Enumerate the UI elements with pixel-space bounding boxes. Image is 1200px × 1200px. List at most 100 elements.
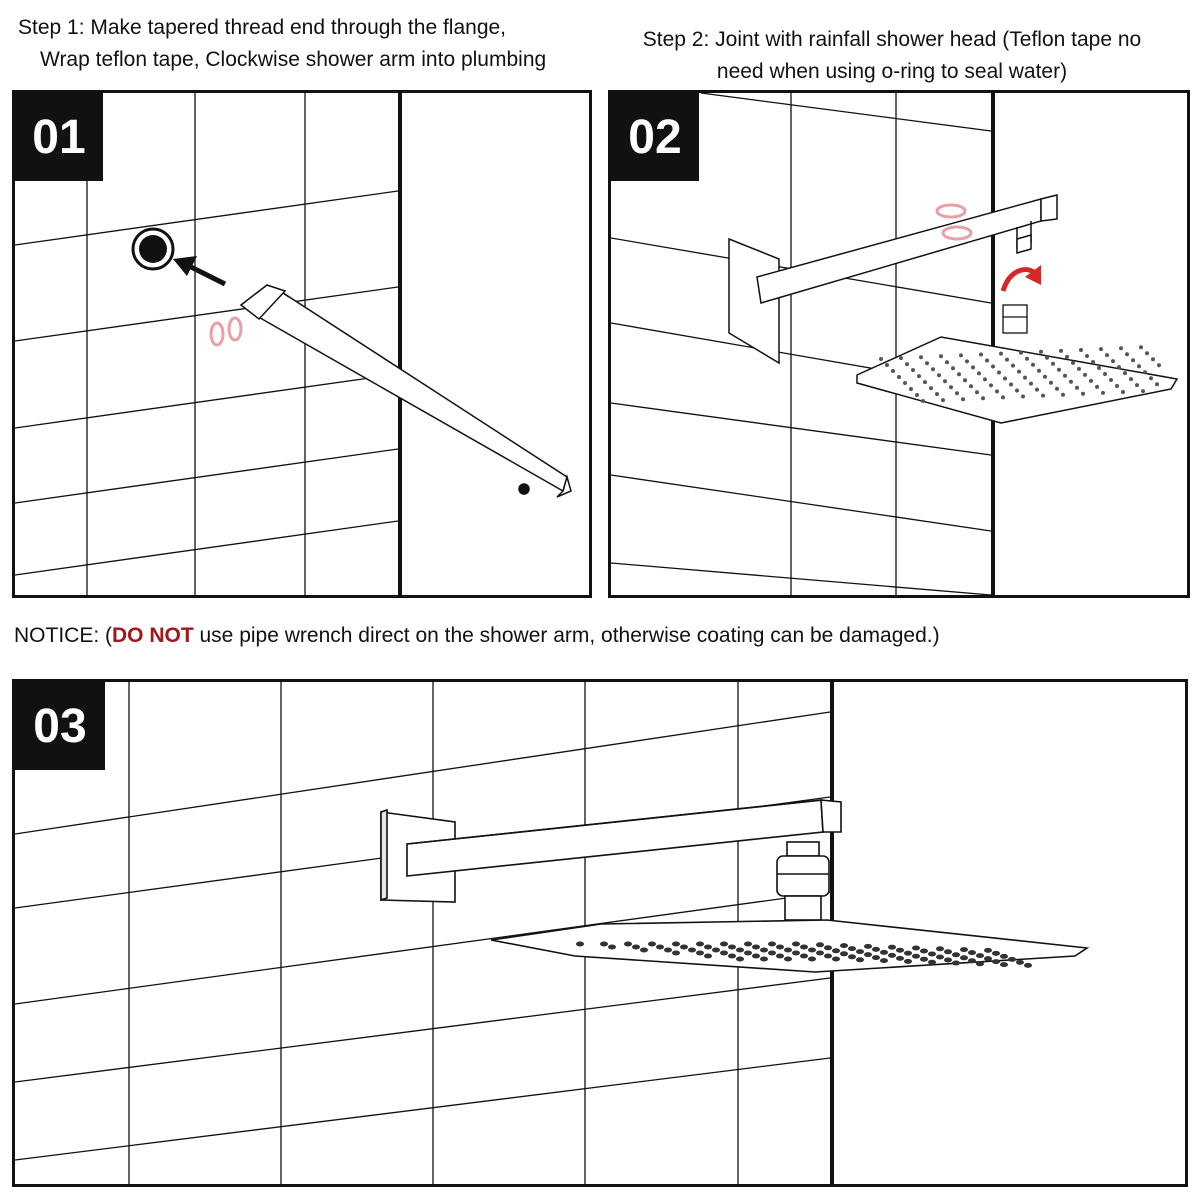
nozzle-dot (904, 958, 912, 964)
nozzle-dot (672, 941, 680, 947)
nozzle-dot (1115, 384, 1119, 388)
nozzle-dot (704, 953, 712, 959)
nozzle-dot (1017, 369, 1021, 374)
nozzle-dot (720, 941, 728, 947)
nozzle-dot (963, 378, 967, 383)
nozzle-dot (921, 399, 925, 403)
nozzle-dot (752, 944, 760, 950)
nozzle-dot (959, 353, 963, 358)
nozzle-dot (943, 379, 947, 384)
nozzle-dot (1137, 364, 1141, 369)
nozzle-dot (1109, 378, 1113, 382)
nozzle-dot (983, 377, 987, 382)
nozzle-dot (1083, 372, 1087, 377)
nozzle-dot (1101, 390, 1105, 395)
nozzle-dot (1139, 345, 1143, 350)
nozzle-dot (1085, 354, 1089, 358)
nozzle-dot (1063, 373, 1067, 378)
step-2-line-2: need when using o-ring to seal water) (716, 60, 1068, 83)
nozzle-dot (977, 371, 981, 376)
nozzle-dot (912, 953, 920, 959)
ball-joint-connector (776, 841, 830, 921)
nozzle-dot (1069, 379, 1073, 384)
nozzle-dot (888, 944, 896, 950)
nozzle-dot (957, 372, 961, 377)
nozzle-dot (872, 955, 880, 961)
nozzle-dot (1059, 348, 1063, 353)
nozzle-dot (885, 363, 889, 367)
panel-step-2: 02 (608, 90, 1190, 598)
o-ring-icon (935, 203, 973, 241)
nozzle-dot (680, 944, 688, 950)
nozzle-dot (848, 954, 856, 960)
nozzle-dot (1071, 360, 1075, 365)
step-2-line-1: Step 2: Joint with rainfall shower head … (642, 28, 1142, 51)
nozzle-dot (1155, 382, 1159, 387)
teflon-tape-icon (209, 316, 243, 347)
nozzle-dot (1003, 376, 1007, 381)
nozzle-dot (856, 957, 864, 963)
nozzle-dot (1119, 346, 1123, 351)
nozzle-dot (897, 375, 901, 379)
nozzle-dot (961, 397, 965, 402)
nozzle-dot (1031, 362, 1035, 367)
nozzle-dot (872, 946, 880, 952)
nozzle-dot (915, 393, 919, 397)
nozzle-dot (1039, 349, 1043, 354)
nozzle-dot (632, 944, 640, 950)
nozzle-dot (760, 947, 768, 953)
nozzle-dot (979, 352, 983, 357)
nozzle-dot (1105, 353, 1109, 358)
nozzle-dot (1057, 367, 1061, 372)
nozzle-dot (1023, 375, 1027, 380)
nozzle-dot (1099, 347, 1103, 352)
nozzle-dot (1075, 385, 1079, 390)
nozzle-dot (1019, 350, 1023, 355)
nozzle-dot (991, 364, 995, 369)
wall-tiles (15, 682, 831, 1184)
nozzle-dot (952, 960, 960, 966)
nozzle-dot (864, 952, 872, 958)
nozzle-dot (1011, 363, 1015, 368)
rainfall-shower-head (490, 919, 1090, 973)
nozzle-dot (840, 951, 848, 957)
nozzle-dot (965, 359, 969, 364)
nozzle-dot (1000, 962, 1008, 968)
nozzle-dot (920, 948, 928, 954)
nozzle-dot (792, 950, 800, 956)
nozzle-dot (1065, 354, 1069, 359)
nozzle-dot (696, 941, 704, 947)
nozzle-dot (808, 947, 816, 953)
step-1-caption: Step 1: Make tapered thread end through … (18, 12, 546, 76)
nozzle-dot (736, 956, 744, 962)
step-1-line-2: Wrap teflon tape, Clockwise shower arm i… (40, 48, 547, 71)
nozzle-dot (1157, 363, 1161, 368)
nozzle-dot (960, 947, 968, 953)
nozzle-dot (728, 944, 736, 950)
nozzle-dot (1024, 962, 1032, 968)
nozzle-dot (931, 367, 935, 372)
nozzle-dot (935, 392, 939, 397)
nozzle-dot (840, 943, 848, 949)
nozzle-dot (672, 950, 680, 956)
nozzle-dot (1029, 381, 1033, 386)
nozzle-dot (1049, 380, 1053, 385)
nozzle-dot (911, 368, 915, 373)
nozzle-dot (951, 366, 955, 371)
wall-flange (728, 237, 780, 365)
nozzle-dot (1009, 382, 1013, 387)
nozzle-dot (909, 387, 913, 391)
shower-head-connector (1002, 304, 1028, 334)
nozzle-dot (1141, 389, 1145, 394)
nozzle-dot (848, 946, 856, 952)
nozzle-dot (744, 941, 752, 947)
nozzle-dot (816, 942, 824, 948)
panel-step-1: 01 (12, 90, 592, 598)
nozzle-dot (1131, 358, 1135, 363)
nozzle-dot (928, 951, 936, 957)
nozzle-dot (664, 947, 672, 953)
rotate-arrow-icon (1000, 265, 1041, 292)
nozzle-dot (1117, 365, 1121, 370)
nozzle-dot (1149, 376, 1153, 381)
nozzle-dot (704, 944, 712, 950)
